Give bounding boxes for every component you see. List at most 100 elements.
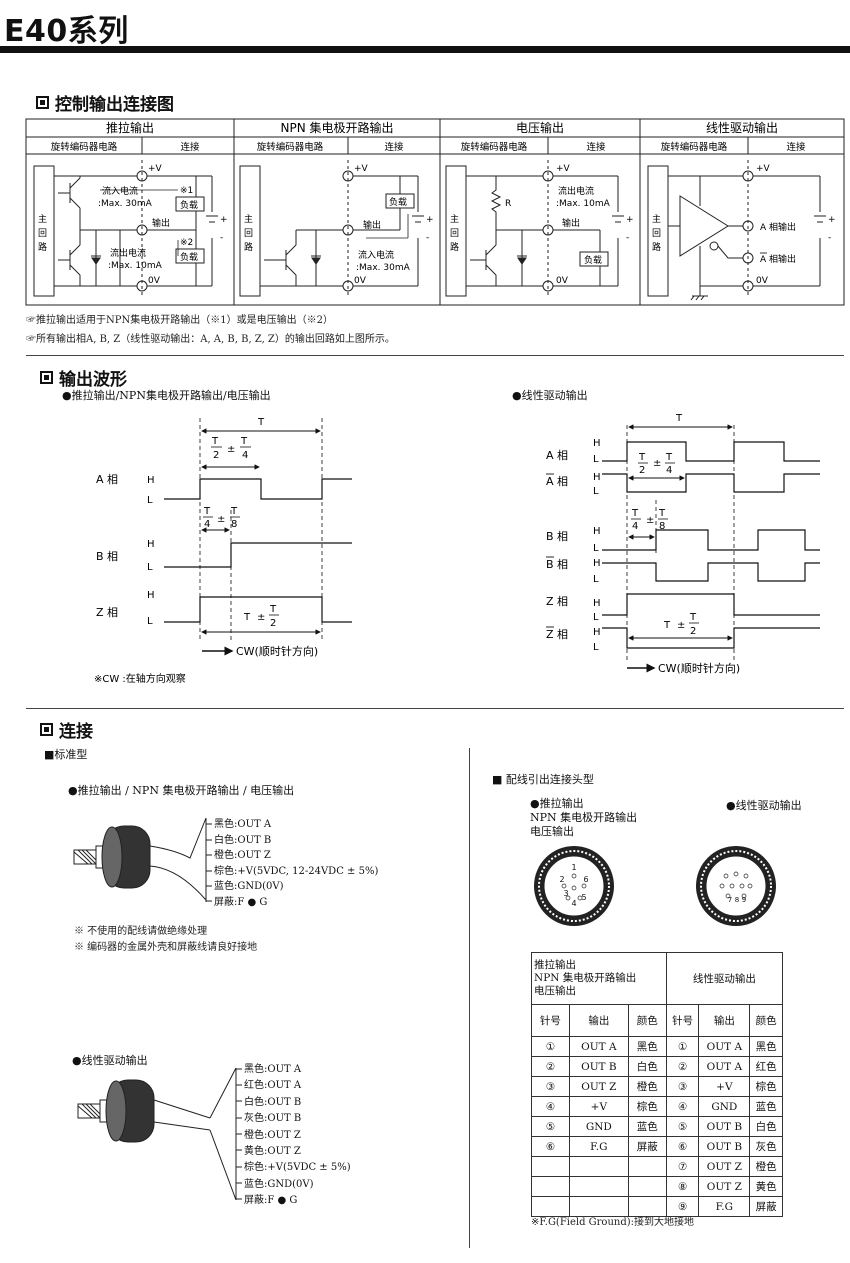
- frac-den: 2: [270, 618, 276, 629]
- sub-connect: 连接: [180, 141, 200, 153]
- svg-text:9: 9: [742, 896, 746, 904]
- label-T: T: [257, 417, 265, 428]
- main-loop-3: 路: [244, 241, 253, 253]
- frac-num: T: [631, 508, 639, 519]
- cell: ③: [665, 1076, 700, 1097]
- col-out: 输出: [568, 1004, 629, 1037]
- cell: OUT A: [568, 1036, 629, 1057]
- phase-b: B 相: [96, 550, 118, 563]
- note-all-phases: ☞所有输出相A, B, Z（线性驱动输出：A, A, B, B, Z, Z）的输…: [26, 334, 395, 345]
- frac-num: T: [689, 612, 697, 623]
- title-rule: [0, 46, 850, 53]
- svg-text:4: 4: [571, 899, 576, 908]
- table-head-left: 推拉输出 NPN 集电极开路输出 电压输出: [531, 952, 667, 1005]
- label-inflow: 流入电流: [358, 249, 394, 261]
- cell: 蓝色: [749, 1096, 783, 1117]
- label-vplus: +V: [354, 164, 369, 174]
- sub-connect: 连接: [786, 141, 806, 153]
- svg-text:8: 8: [735, 896, 739, 904]
- section-control-output: 控制输出连接图: [36, 90, 174, 115]
- frac-den: 4: [242, 450, 248, 461]
- frac-num: T: [211, 436, 219, 447]
- wire-item: 屏蔽:F ● G: [244, 1195, 298, 1207]
- cell: 黑色: [627, 1036, 667, 1057]
- frac-den: 8: [231, 519, 237, 530]
- svg-text:6: 6: [583, 875, 588, 884]
- label-pm: ±: [677, 620, 685, 631]
- cell: [568, 1176, 629, 1197]
- cell: 白色: [749, 1116, 783, 1137]
- frac-num: T: [230, 506, 238, 517]
- label-h: H: [593, 598, 601, 609]
- cell: F.G: [698, 1196, 751, 1217]
- main-loop-3: 路: [450, 241, 459, 253]
- cw-label: CW(顺时针方向): [236, 644, 318, 658]
- cell: ⑥: [531, 1136, 570, 1157]
- cell: [568, 1156, 629, 1177]
- label-l: L: [593, 543, 599, 554]
- cell: OUT Z: [568, 1076, 629, 1097]
- wire-item: 屏蔽:F ● G: [214, 896, 268, 908]
- frac-den: 2: [690, 626, 696, 637]
- cw-label-right: CW(顺时针方向): [658, 661, 740, 675]
- cell: ③: [531, 1076, 570, 1097]
- label-plus: +: [220, 215, 228, 225]
- main-loop-3: 路: [38, 241, 47, 253]
- conn-left-line: 电压输出: [530, 825, 574, 838]
- cell: OUT B: [698, 1116, 751, 1137]
- col-color: 颜色: [627, 1004, 667, 1037]
- phase-b-right: B 相: [546, 530, 568, 543]
- label-h: H: [593, 472, 601, 483]
- note-item: ※ 编码器的金属外壳和屏蔽线请良好接地: [74, 942, 258, 953]
- head-line: NPN 集电极开路输出: [534, 972, 637, 984]
- wiring-notes: ※ 不使用的配线请做绝缘处理 ※ 编码器的金属外壳和屏蔽线请良好接地: [74, 924, 257, 956]
- label-out: 输出: [562, 217, 580, 229]
- section-connection: 连接: [40, 717, 93, 742]
- cell: +V: [568, 1096, 629, 1117]
- main-loop-1: 主: [244, 213, 253, 225]
- label-minus: -: [220, 233, 223, 243]
- cell: 白色: [627, 1056, 667, 1077]
- frac-num: T: [638, 452, 646, 463]
- phase-z-right: Z 相: [546, 595, 568, 608]
- label-l: L: [593, 454, 599, 465]
- label-pm: ±: [653, 458, 661, 469]
- wire-item: 棕色:+V(5VDC, 12-24VDC ± 5%): [214, 865, 379, 877]
- wire-item: 棕色:+V(5VDC ± 5%): [244, 1162, 351, 1174]
- circuit-frame: [25, 118, 845, 306]
- label-outflow: 流出电流: [110, 247, 146, 259]
- frac-num: T: [203, 506, 211, 517]
- label-pm: ±: [217, 514, 225, 525]
- label-plus: +: [626, 215, 634, 225]
- circuit-npn: [239, 160, 424, 297]
- cell: 屏蔽: [749, 1196, 783, 1217]
- label-l: L: [593, 612, 599, 623]
- label-a-out: A 相输出: [760, 221, 796, 233]
- main-loop-2: 回: [244, 228, 253, 239]
- fg-note: ※F.G(Field Ground):接到大地接地: [531, 1217, 695, 1228]
- label-pm: ±: [257, 612, 265, 623]
- frac-den: 8: [659, 521, 665, 532]
- wire-item: 黄色:OUT Z: [244, 1146, 301, 1158]
- label-mark2: ※2: [180, 238, 193, 248]
- sub-connect: 连接: [586, 141, 606, 153]
- label-vplus: +V: [756, 164, 771, 174]
- divider: [26, 708, 844, 709]
- label-h: H: [593, 526, 601, 537]
- cell: GND: [568, 1116, 629, 1137]
- label-l: L: [593, 574, 599, 585]
- wire-item: 黑色:OUT A: [214, 819, 272, 830]
- label-minus: -: [426, 233, 429, 243]
- phase-a-right: A 相: [546, 449, 568, 462]
- cell: 橙色: [627, 1076, 667, 1097]
- label-0v: 0V: [354, 276, 367, 286]
- section-output-waveform: 输出波形: [40, 365, 127, 390]
